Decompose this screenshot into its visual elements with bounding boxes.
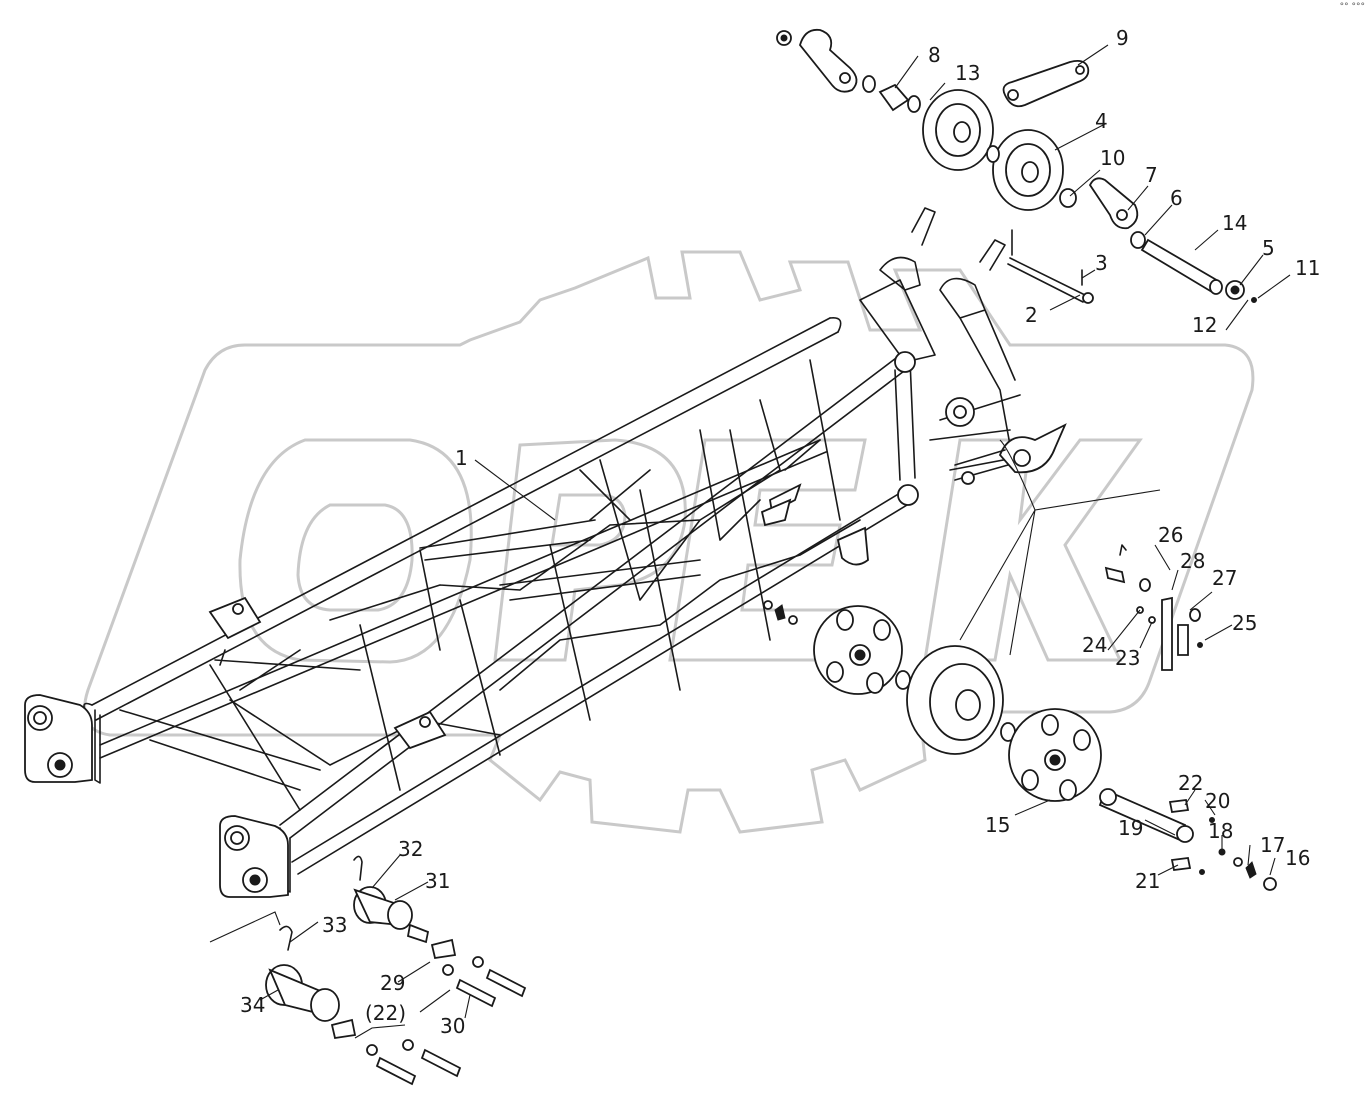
callout-4: 4 — [1095, 109, 1108, 133]
callout-14: 14 — [1222, 211, 1247, 235]
callout-27: 27 — [1212, 566, 1237, 590]
foot-bracket-left-upper — [24, 694, 93, 783]
callout-10: 10 — [1100, 146, 1125, 170]
callout-30: 30 — [440, 1014, 465, 1038]
callout-22-paren: (22) — [365, 1001, 406, 1025]
leader-lines — [259, 44, 1291, 1019]
callout-20: 20 — [1205, 789, 1230, 813]
callout-8: 8 — [928, 43, 941, 67]
callout-7: 7 — [1145, 163, 1158, 187]
callout-26: 26 — [1158, 523, 1183, 547]
callout-1: 1 — [455, 446, 468, 470]
callout-12: 12 — [1192, 313, 1217, 337]
callout-2: 2 — [1025, 303, 1038, 327]
lower-sheave-assembly — [763, 600, 1277, 891]
upper-sheave-assembly — [776, 28, 1257, 304]
callout-16: 16 — [1285, 846, 1310, 870]
callout-19: 19 — [1118, 816, 1143, 840]
callout-labels: 1 2 3 4 5 6 7 8 9 10 11 12 13 14 15 16 1… — [240, 26, 1320, 1038]
callout-22: 22 — [1178, 771, 1203, 795]
callout-24: 24 — [1082, 633, 1107, 657]
foot-pin-assembly — [209, 855, 527, 1086]
callout-33: 33 — [322, 913, 347, 937]
callout-31: 31 — [425, 869, 450, 893]
callout-3: 3 — [1095, 251, 1108, 275]
boom-truss-frame — [83, 207, 1067, 893]
callout-13: 13 — [955, 61, 980, 85]
corner-mark: °° °°° — [1339, 2, 1365, 12]
callout-6: 6 — [1170, 186, 1183, 210]
callout-5: 5 — [1262, 236, 1275, 260]
callout-18: 18 — [1208, 819, 1233, 843]
callout-34: 34 — [240, 993, 265, 1017]
callout-9: 9 — [1116, 26, 1129, 50]
callout-29: 29 — [380, 971, 405, 995]
callout-21: 21 — [1135, 869, 1160, 893]
callout-15: 15 — [985, 813, 1010, 837]
callout-17: 17 — [1260, 833, 1285, 857]
foot-bracket-left-lower — [219, 815, 289, 898]
callout-11: 11 — [1295, 256, 1320, 280]
callout-32: 32 — [398, 837, 423, 861]
callout-23: 23 — [1115, 646, 1140, 670]
callout-28: 28 — [1180, 549, 1205, 573]
callout-25: 25 — [1232, 611, 1257, 635]
